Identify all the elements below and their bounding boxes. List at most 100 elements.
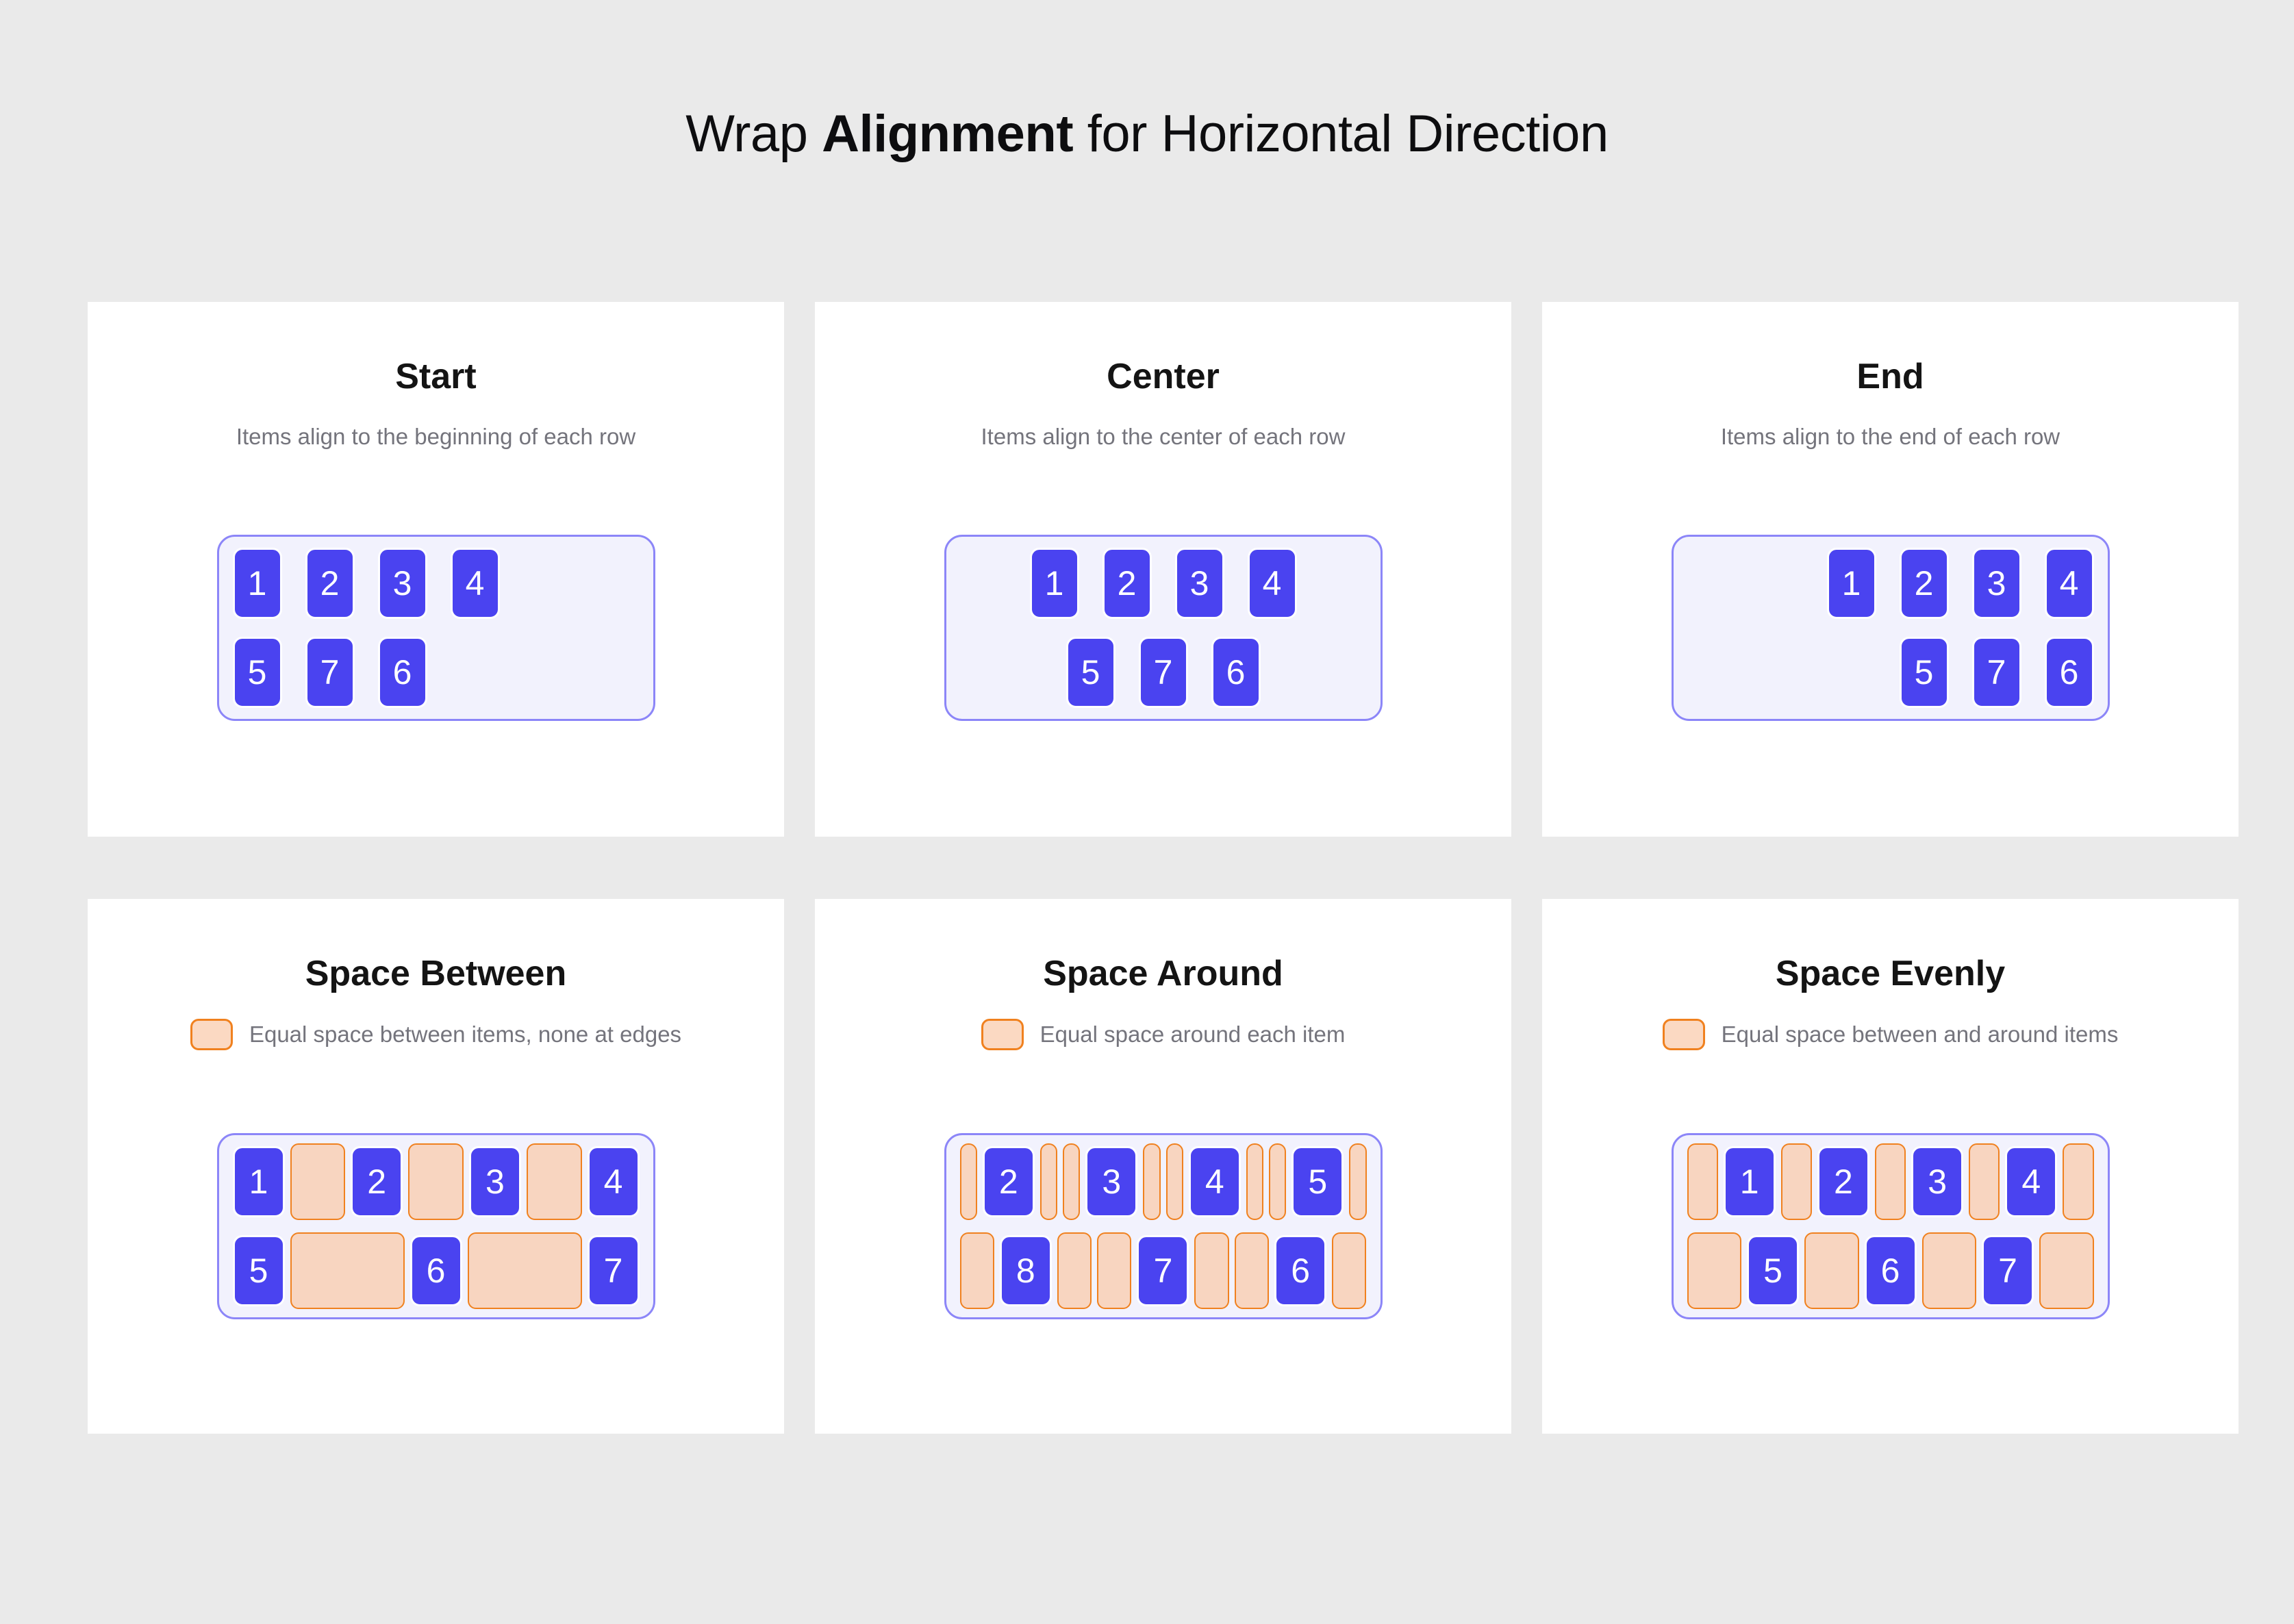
spacing-block [1687,1143,1718,1220]
spacing-block [1687,1232,1741,1309]
gap-legend-swatch [1662,1018,1705,1050]
demo-item: 4 [1247,547,1297,619]
demo-item: 7 [1137,1234,1189,1306]
card-center: Center Items align to the center of each… [815,302,1511,837]
card-subtitle-row: Items align to the end of each row [1721,422,2060,452]
demo-item: 1 [232,547,282,619]
spacing-block [1874,1143,1906,1220]
spacing-block [1057,1232,1092,1309]
spacing-block [1780,1143,1812,1220]
demo-item: 2 [1817,1145,1869,1217]
card-title: Space Around [1043,954,1283,994]
spacing-block [526,1143,582,1220]
demo-item: 6 [1274,1234,1327,1306]
card-subtitle: Items align to the beginning of each row [236,423,636,449]
demo-item: 6 [1864,1234,1917,1306]
spacing-block [2063,1143,2094,1220]
spacing-block [467,1232,582,1309]
card-subtitle: Items align to the center of each row [981,423,1346,449]
demo-item: 2 [982,1145,1035,1217]
card-subtitle: Items align to the end of each row [1720,423,2060,449]
spacing-block [1921,1232,1976,1309]
demo-item: 2 [1899,547,1949,619]
card-end: End Items align to the end of each row 1… [1542,302,2239,837]
card-title: Center [1107,357,1220,397]
spacing-block [1246,1143,1263,1220]
demo-item: 1 [1826,547,1876,619]
spacing-block [1269,1143,1287,1220]
demo-item: 5 [232,1234,285,1306]
card-space-evenly: Space Evenly Equal space between and aro… [1542,899,2239,1434]
spacing-block [408,1143,464,1220]
card-title: Space Evenly [1775,954,2006,994]
demo-item: 5 [1291,1145,1344,1217]
spacing-block [1969,1143,2000,1220]
demo-item: 2 [351,1145,403,1217]
spacing-block [1039,1143,1057,1220]
demo-item: 2 [1102,547,1152,619]
demo-item: 5 [232,636,282,708]
gap-legend-swatch [981,1018,1024,1050]
spacing-block [959,1143,977,1220]
demo-item: 3 [468,1145,521,1217]
demo-item: 5 [1747,1234,1799,1306]
demo-item: 5 [1066,636,1116,708]
demo-item: 4 [1188,1145,1241,1217]
card-space-between: Space Between Equal space between items,… [88,899,784,1434]
spacing-block [1063,1143,1081,1220]
spacing-block [959,1232,994,1309]
card-subtitle: Equal space between and around items [1721,1021,2119,1047]
gap-legend-swatch [190,1018,233,1050]
spacing-block [1194,1232,1229,1309]
spacing-block [1165,1143,1183,1220]
card-subtitle-row: Equal space around each item [981,1018,1346,1050]
card-subtitle: Equal space around each item [1039,1021,1346,1047]
demo-item: 4 [2005,1145,2058,1217]
demo-item: 6 [2044,636,2094,708]
page-title: Wrap Alignment for Horizontal Direction [0,103,2294,165]
cards-grid: Start Items align to the beginning of ea… [88,302,2239,1434]
card-subtitle-row: Items align to the center of each row [981,422,1346,452]
demo-item: 4 [587,1145,640,1217]
card-title: Space Between [305,954,567,994]
spacing-block [2039,1232,2094,1309]
demo-item: 7 [1138,636,1188,708]
page-title-post: for Horizontal Direction [1073,105,1609,163]
demo-item: 2 [305,547,355,619]
spacing-block [290,1143,346,1220]
card-title: End [1856,357,1924,397]
demo-item: 6 [377,636,427,708]
demo-item: 4 [2044,547,2094,619]
demo-item: 8 [999,1234,1052,1306]
page-title-pre: Wrap [685,105,822,163]
demo-item: 3 [1085,1145,1138,1217]
spacing-block [1234,1232,1270,1309]
demo-item: 1 [1029,547,1079,619]
demo-item: 3 [1971,547,2021,619]
spacing-block [1143,1143,1161,1220]
demo-item: 3 [1174,547,1224,619]
demo-item: 7 [587,1234,640,1306]
spacing-block [290,1232,405,1309]
demo-item: 6 [1211,636,1261,708]
spacing-block [1349,1143,1367,1220]
demo-item: 3 [377,547,427,619]
spacing-block [1097,1232,1132,1309]
page-title-bold: Alignment [822,105,1074,163]
